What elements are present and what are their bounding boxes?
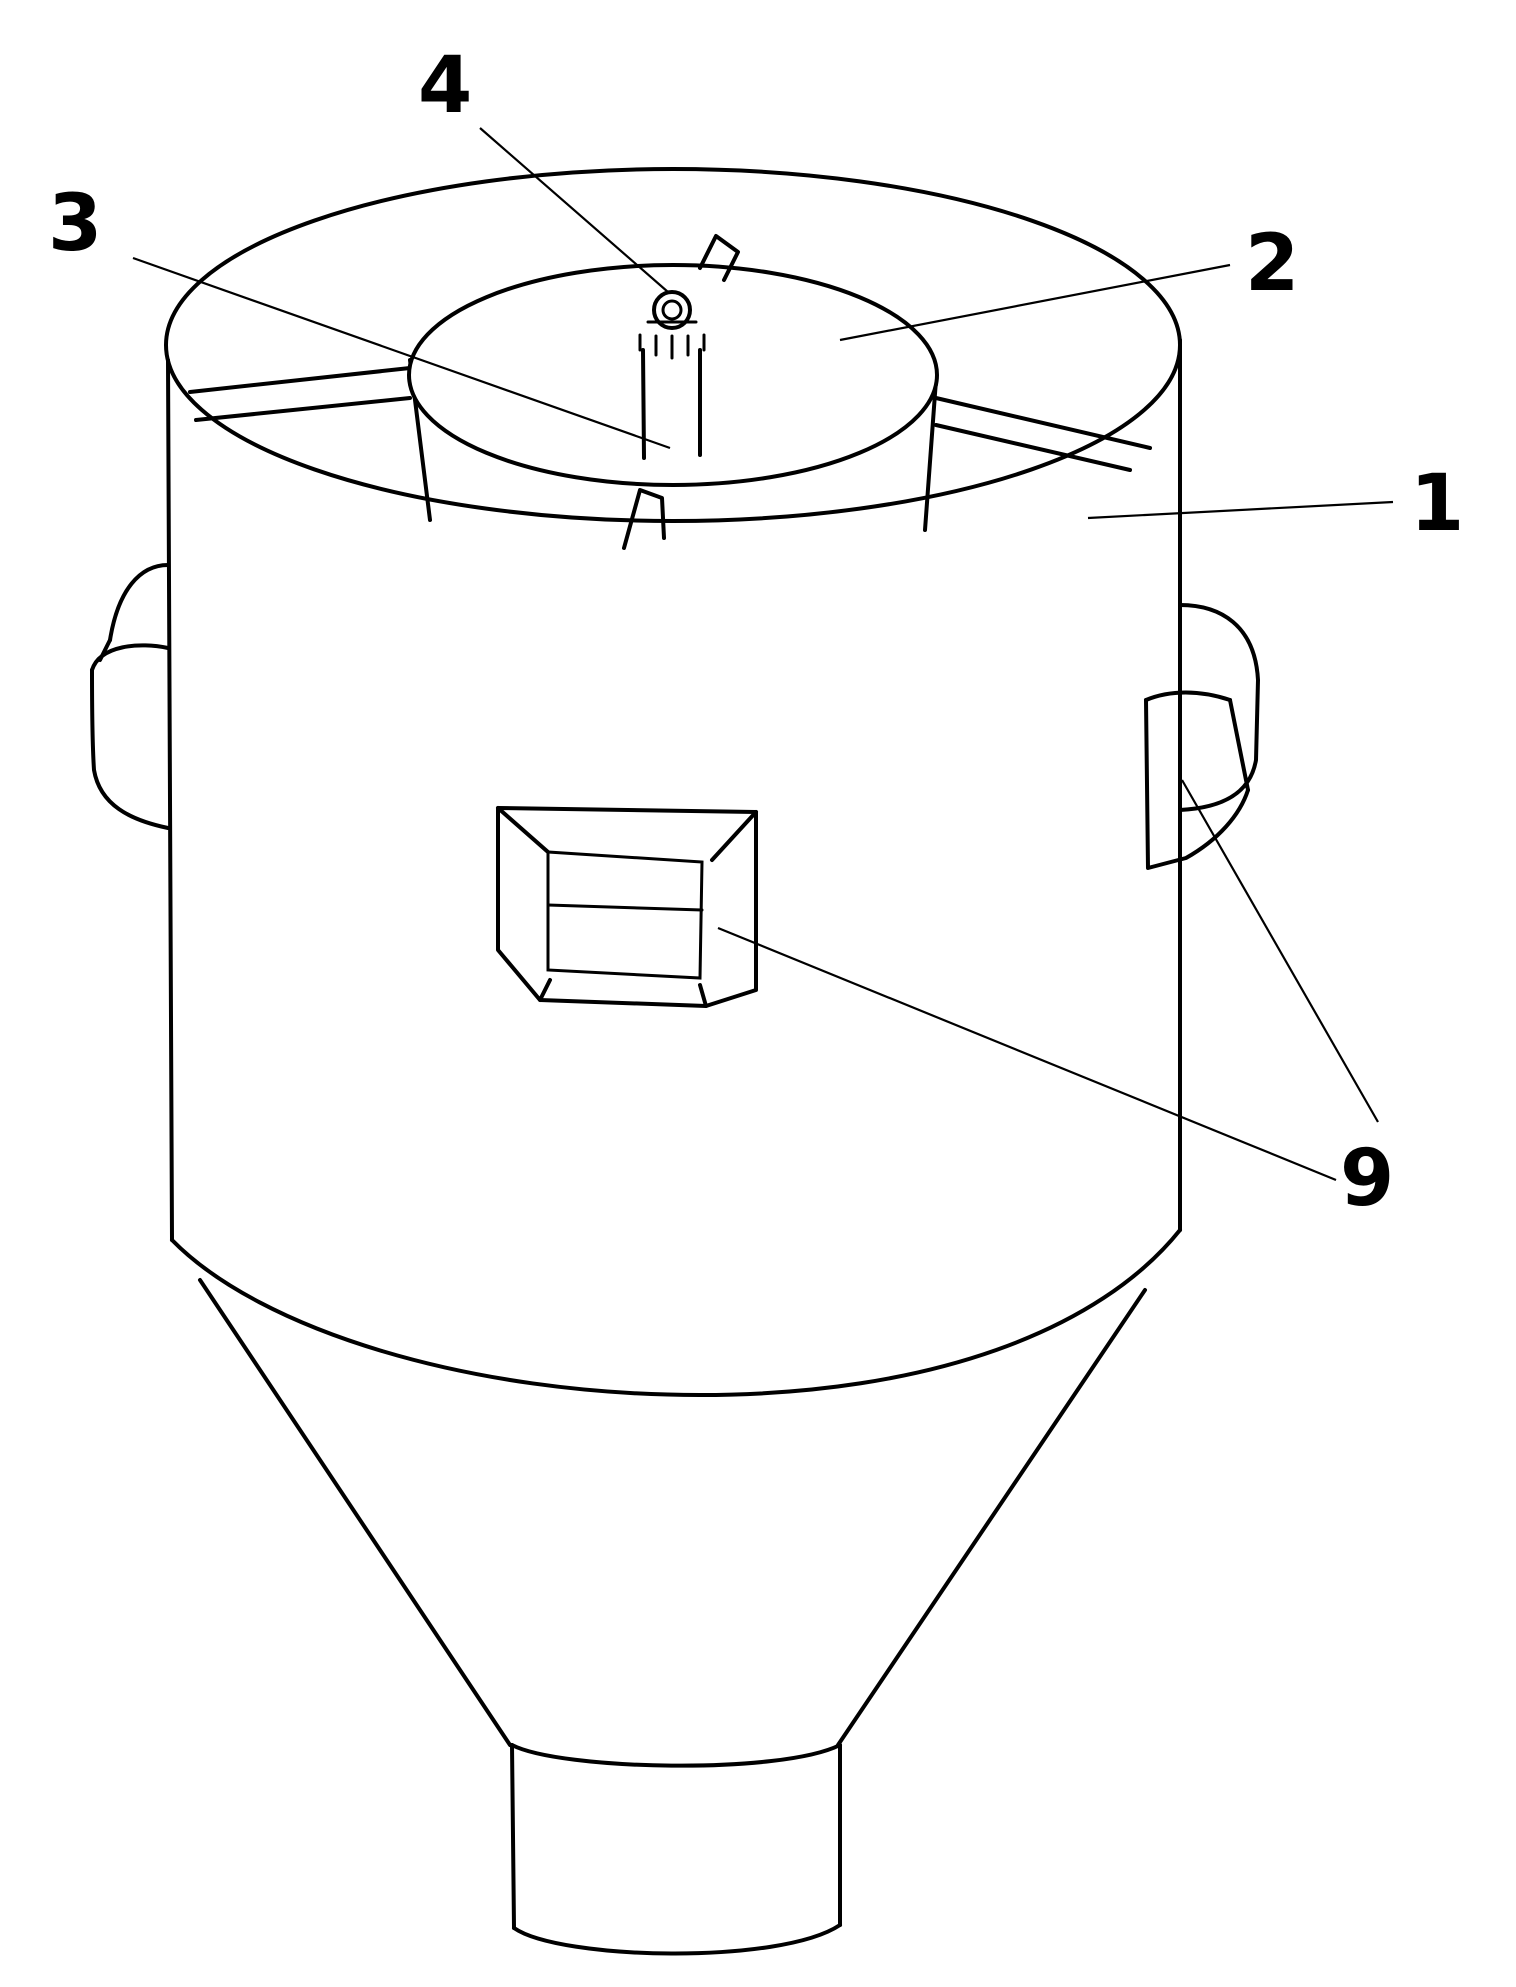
cone-hopper [198,1278,1147,1747]
leader-2 [839,263,1231,342]
label-2: 2 [1245,219,1299,309]
label-3: 3 [48,179,102,269]
leader-3 [132,256,671,450]
outer-cylinder [164,167,1182,1397]
label-4: 4 [418,41,472,131]
front-hatch [496,806,758,1008]
leader-9b [1181,779,1379,1123]
central-shaft [641,348,702,460]
left-hatch [90,563,170,830]
support-spokes [188,366,1152,472]
fins [622,234,740,550]
leader-9a [717,926,1337,1182]
outlet-pipe [510,1743,842,1956]
label-1: 1 [1410,459,1464,549]
leader-1 [1087,500,1394,520]
leader-lines [132,127,1394,1182]
label-9: 9 [1340,1134,1394,1224]
reference-labels: 1 2 3 4 9 [48,41,1464,1224]
leader-4 [479,127,669,293]
right-hatch [1144,603,1260,870]
inner-cylinder [407,263,939,532]
nozzle-head [638,290,706,360]
